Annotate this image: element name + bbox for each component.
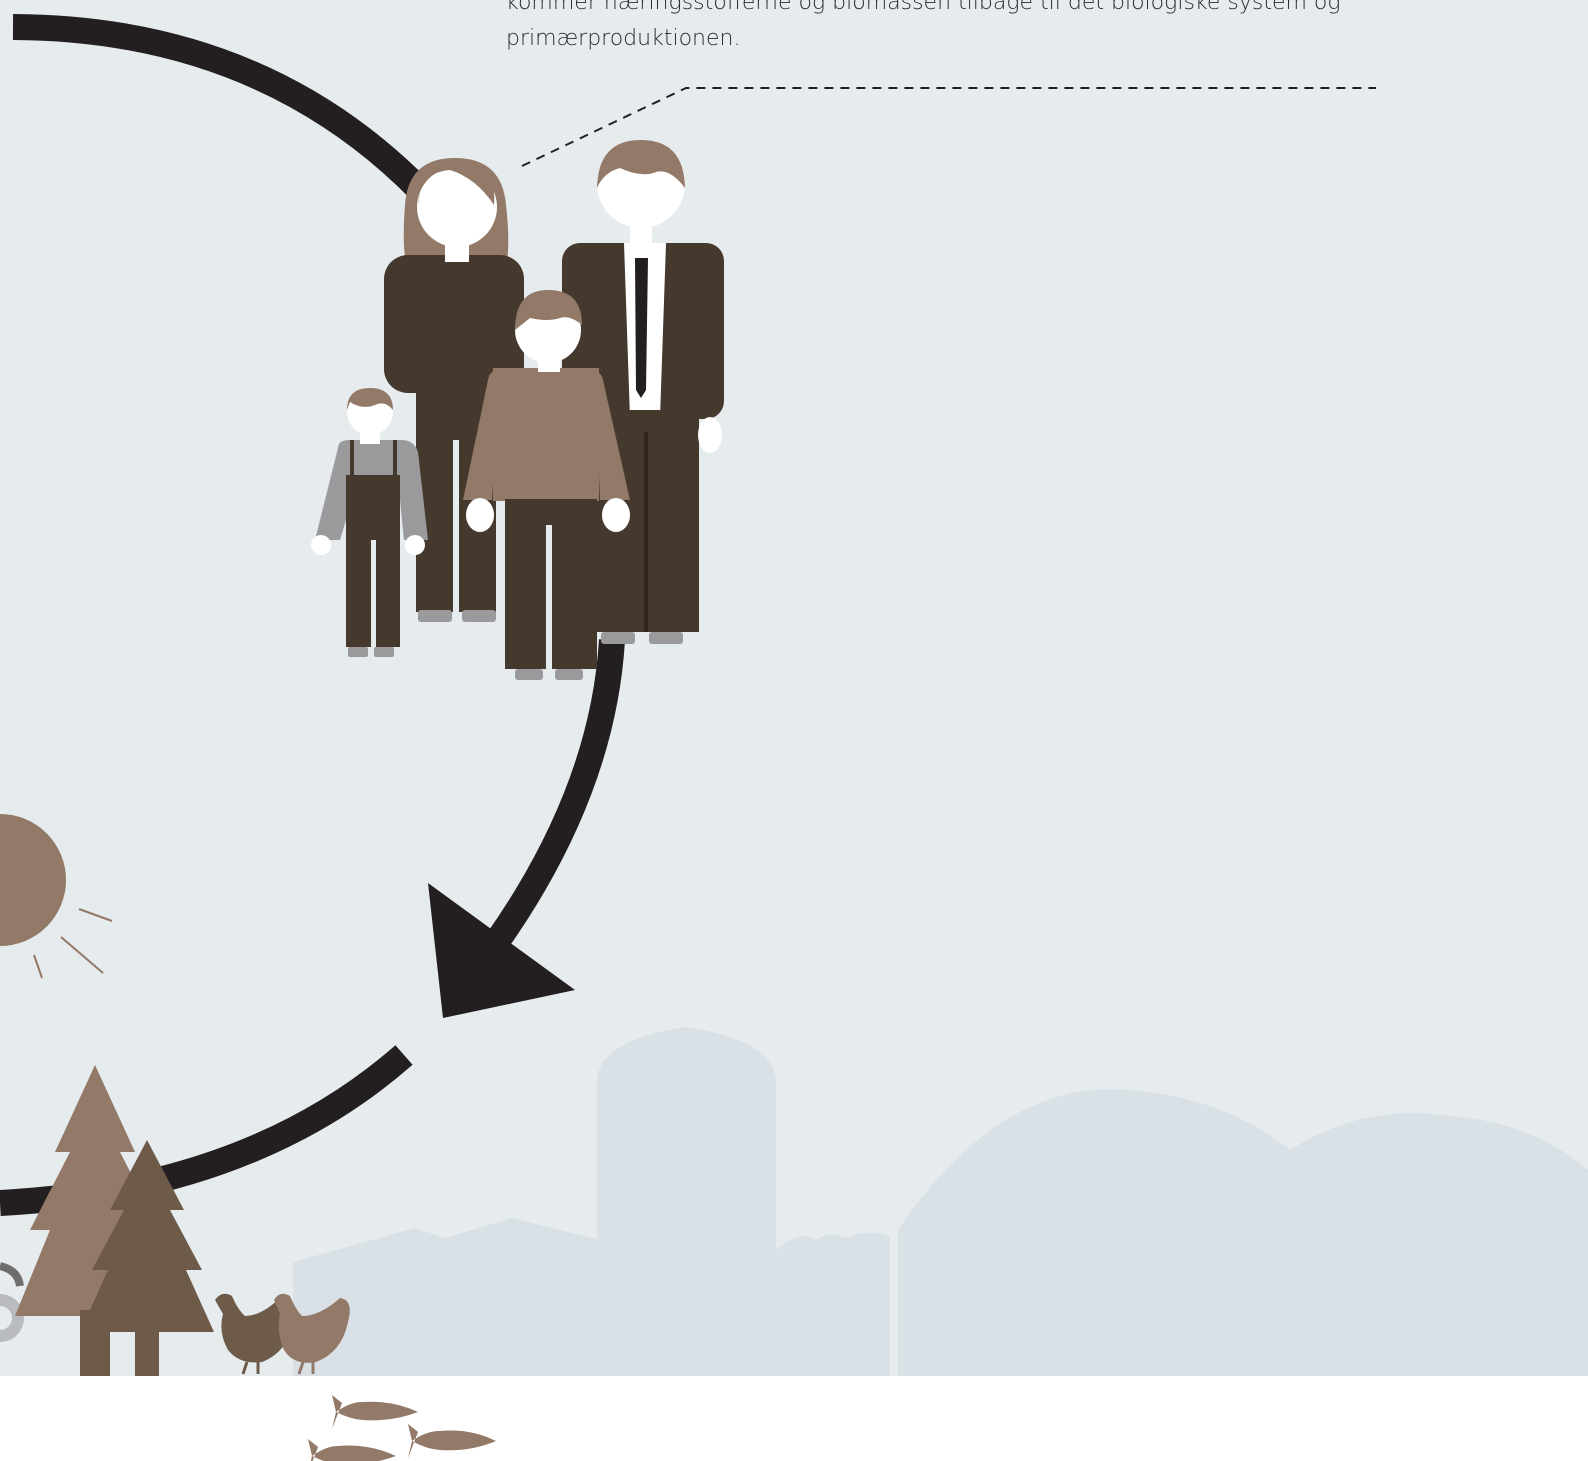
family-figures — [311, 140, 724, 680]
sun-icon — [0, 814, 112, 978]
child-small-figure — [311, 388, 428, 657]
tree-icon — [15, 1065, 214, 1376]
arrow-head — [428, 883, 575, 1018]
farm-silhouette — [293, 1027, 1588, 1376]
ground — [0, 1376, 1588, 1461]
